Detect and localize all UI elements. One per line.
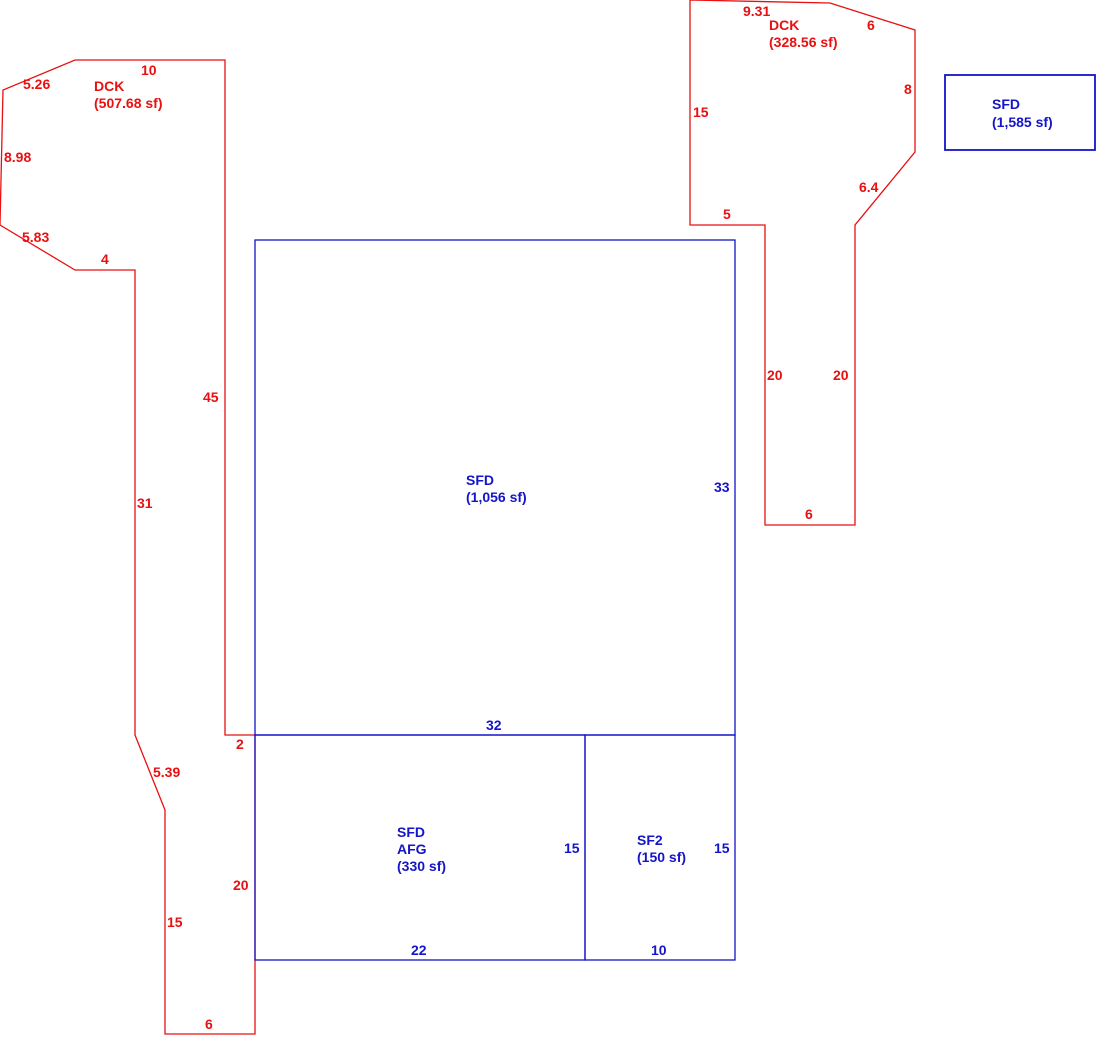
- legend-box-code: SFD: [992, 96, 1020, 112]
- deck-right-dim-left: 15: [693, 104, 709, 120]
- deck-left-outline[interactable]: [0, 59, 256, 1035]
- sf2-dim-right: 15: [714, 840, 730, 856]
- deck-right-area: (328.56 sf): [769, 34, 837, 50]
- deck-right-dim-top-diag: 6: [867, 17, 875, 33]
- deck-right-dim-inner-right: 20: [833, 367, 849, 383]
- deck-left-dim-left: 8.98: [4, 149, 31, 165]
- deck-right-dim-top: 9.31: [743, 3, 770, 19]
- sf2-area: (150 sf): [637, 849, 686, 865]
- deck-right-dim-bottom: 6: [805, 506, 813, 522]
- legend-box-group[interactable]: SFD (1,585 sf): [944, 74, 1096, 151]
- deck-left-dim-bottom: 6: [205, 1016, 213, 1032]
- deck-left-area: (507.68 sf): [94, 95, 162, 111]
- deck-right-outline[interactable]: [689, 0, 916, 526]
- sf2-dim-bottom: 10: [651, 942, 667, 958]
- deck-left-dim-house-side: 20: [233, 877, 249, 893]
- deck-left-code: DCK: [94, 78, 124, 94]
- deck-right-dim-right: 8: [904, 81, 912, 97]
- deck-right-dim-right-diag: 6.4: [859, 179, 879, 195]
- deck-left-dim-inner-long: 31: [137, 495, 153, 511]
- deck-left-dim-upper-diag: 5.26: [23, 76, 50, 92]
- deck-right-dim-inner-left: 20: [767, 367, 783, 383]
- deck-left-dim-step: 4: [101, 251, 109, 267]
- legend-box-outline[interactable]: [944, 74, 1096, 151]
- sfd-afg-group[interactable]: SFD AFG (330 sf) 15 22: [254, 734, 586, 961]
- sf2-group[interactable]: SF2 (150 sf) 15 10: [584, 734, 736, 961]
- sfd-afg-code: SFD: [397, 824, 425, 840]
- sfd-main-outline[interactable]: [254, 239, 736, 736]
- deck-left-dim-outer-long: 45: [203, 389, 219, 405]
- deck-right-dim-step: 5: [723, 206, 731, 222]
- deck-left-dim-mid-diag: 5.39: [153, 764, 180, 780]
- sfd-afg-dim-bottom: 22: [411, 942, 427, 958]
- sfd-main-dim-right: 33: [714, 479, 730, 495]
- deck-left-dim-lower-left: 15: [167, 914, 183, 930]
- deck-left-group[interactable]: DCK (507.68 sf) 10 5.26 8.98 5.83 4 45 3…: [0, 59, 256, 1035]
- deck-right-code: DCK: [769, 17, 799, 33]
- sfd-main-dim-bottom: 32: [486, 717, 502, 733]
- sfd-afg-area: (330 sf): [397, 858, 446, 874]
- sfd-main-area: (1,056 sf): [466, 489, 527, 505]
- legend-box-area: (1,585 sf): [992, 114, 1053, 130]
- sfd-afg-dim-right: 15: [564, 840, 580, 856]
- deck-left-dim-lower-diag: 5.83: [22, 229, 49, 245]
- sfd-main-code: SFD: [466, 472, 494, 488]
- sfd-afg-sub: AFG: [397, 841, 427, 857]
- sfd-main-group[interactable]: SFD (1,056 sf) 33 32: [254, 239, 736, 736]
- sf2-code: SF2: [637, 832, 663, 848]
- deck-left-dim-top: 10: [141, 62, 157, 78]
- sf2-outline[interactable]: [584, 734, 736, 961]
- deck-left-dim-connector: 2: [236, 736, 244, 752]
- deck-right-group[interactable]: DCK (328.56 sf) 9.31 6 8 15 6.4 5 20 20 …: [689, 0, 916, 526]
